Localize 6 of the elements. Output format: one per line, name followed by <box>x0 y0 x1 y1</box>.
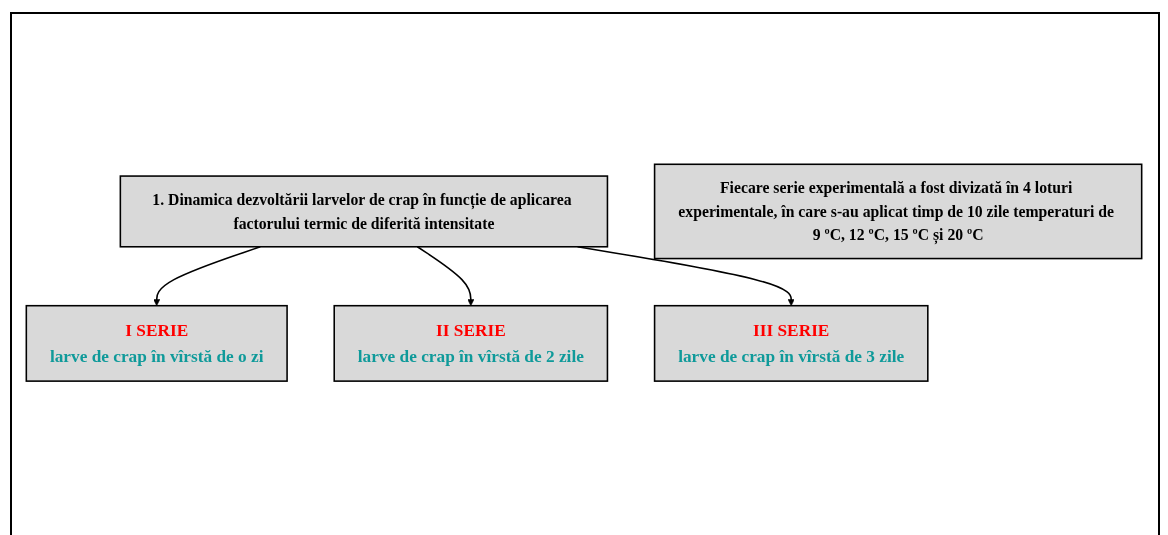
node-box: Fiecare serie experimentală a fost divizată în 4 loturi experimentale, în care s-au aplicat timp de 10 zile temperaturi de 9 ºC, 12 ºC, 15 ºC și 20 ºC <box>653 163 1143 260</box>
node-box: I SERIE larve de crap în vîrstă de o zi <box>25 304 288 382</box>
node-box: III SERIE larve de crap în vîrstă de 3 zile <box>653 304 929 382</box>
arrow <box>416 245 475 306</box>
node-box: II SERIE larve de crap în vîrstă de 2 zile <box>333 304 609 382</box>
node-box: 1. Dinamica dezvoltării larvelor de crap în funcție de aplicarea factorului termic de diferită intensitate <box>119 175 609 248</box>
